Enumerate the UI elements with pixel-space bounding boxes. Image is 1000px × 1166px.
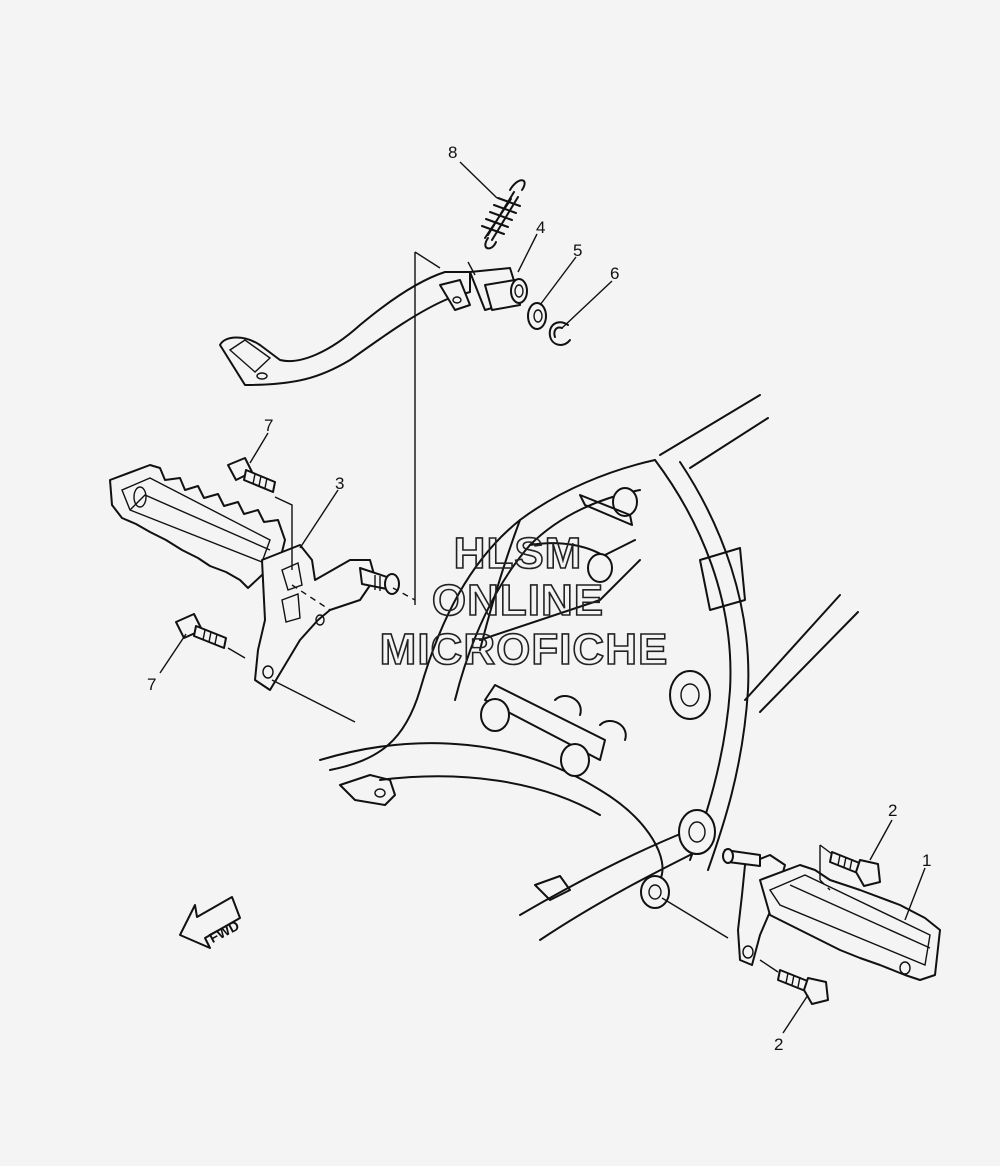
watermark-line-3: MICROFICHE bbox=[380, 625, 669, 674]
callout-7-upper: 7 bbox=[264, 416, 273, 435]
callout-3: 3 bbox=[335, 474, 344, 493]
callout-8: 8 bbox=[448, 143, 457, 162]
footrest-right-part-1 bbox=[759, 864, 941, 981]
bolt-part-7-lower bbox=[175, 613, 227, 649]
forward-arrow-icon: FWD bbox=[179, 896, 242, 949]
callout-4: 4 bbox=[536, 218, 545, 237]
circlip-part-6 bbox=[548, 321, 571, 346]
callout-5: 5 bbox=[573, 241, 582, 260]
assembly-lines bbox=[227, 251, 833, 973]
bolt-part-7-upper bbox=[227, 457, 276, 493]
watermark-line-2: ONLINE bbox=[432, 576, 604, 625]
return-spring-part-8 bbox=[481, 179, 526, 250]
watermark: HLSM ONLINE MICROFICHE bbox=[379, 528, 669, 675]
footrest-bracket-part-3 bbox=[254, 544, 400, 691]
watermark-line-1: HLSM bbox=[454, 529, 583, 578]
bolt-part-2-lower bbox=[777, 969, 829, 1005]
callout-labels: 8 4 5 6 7 3 7 2 1 2 bbox=[147, 143, 931, 1054]
bushing-part-4 bbox=[484, 278, 528, 311]
callout-leaders bbox=[159, 161, 926, 1034]
bolt-part-2-upper bbox=[829, 851, 881, 887]
callout-1: 1 bbox=[922, 851, 931, 870]
callout-2-lower: 2 bbox=[774, 1035, 783, 1054]
footrest-left bbox=[109, 464, 286, 589]
callout-6: 6 bbox=[610, 264, 619, 283]
callout-2-upper: 2 bbox=[888, 801, 897, 820]
brake-pedal bbox=[219, 261, 521, 386]
callout-7-lower: 7 bbox=[147, 675, 156, 694]
washer-part-5 bbox=[527, 302, 547, 330]
frame-assembly bbox=[319, 394, 859, 941]
